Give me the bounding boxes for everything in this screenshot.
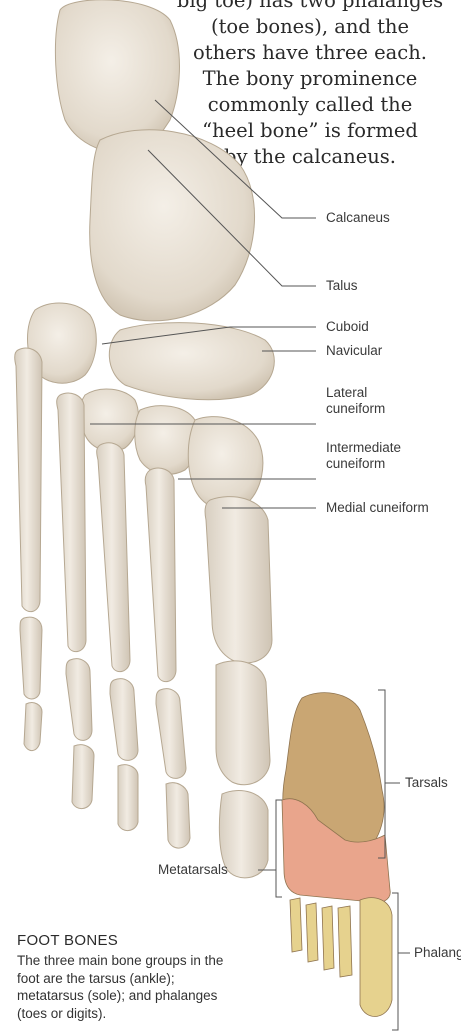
label-talus: Talus xyxy=(326,278,358,294)
label-intermediate-cuneiform: Intermediate cuneiform xyxy=(326,440,426,472)
label-navicular: Navicular xyxy=(326,343,382,359)
label-medial-cuneiform: Medial cuneiform xyxy=(326,500,429,516)
caption-body: The three main bone groups in the foot a… xyxy=(17,952,232,1022)
small-phalanges xyxy=(290,898,392,1017)
label-cuboid: Cuboid xyxy=(326,319,369,335)
caption-title: FOOT BONES xyxy=(17,932,118,949)
label-tarsals: Tarsals xyxy=(405,775,448,791)
label-phalanges: Phalanges xyxy=(414,945,461,961)
label-metatarsals: Metatarsals xyxy=(158,862,228,878)
label-calcaneus: Calcaneus xyxy=(326,210,390,226)
label-lateral-cuneiform: Lateral cuneiform xyxy=(326,385,406,417)
